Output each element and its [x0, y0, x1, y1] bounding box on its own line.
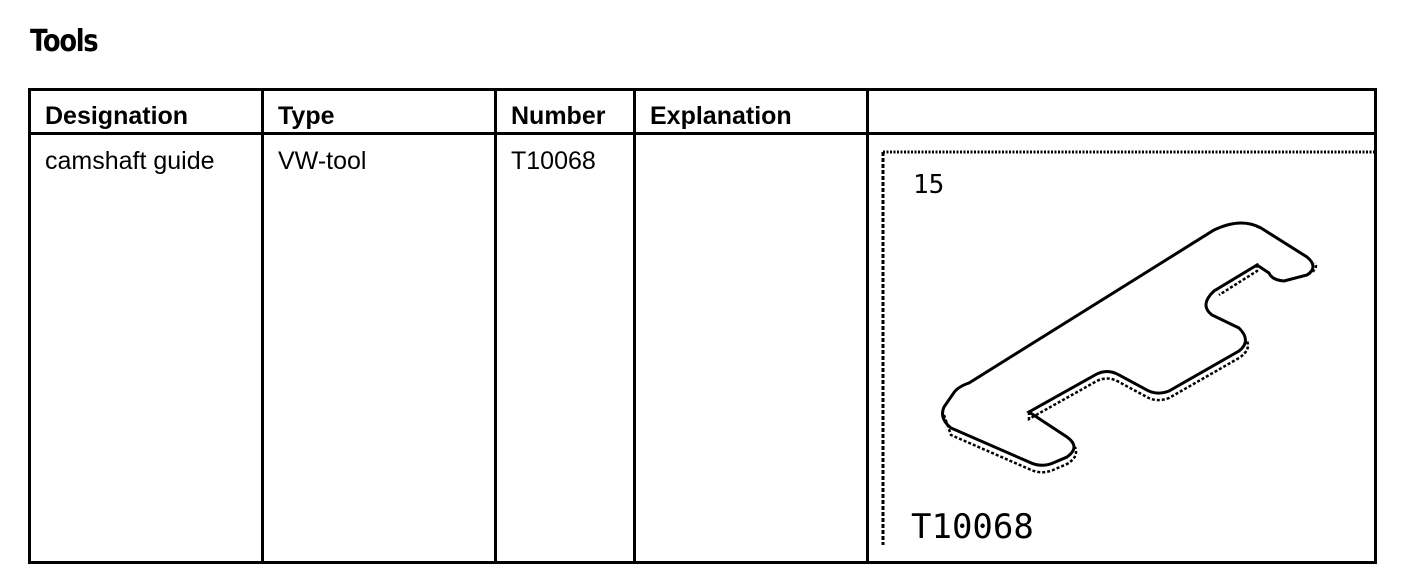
cell-explanation — [633, 132, 869, 564]
figure-index-label: 15 — [913, 170, 944, 200]
cell-type: VW-tool — [261, 132, 497, 564]
plate-slot-edge — [1027, 340, 1250, 422]
cell-number: T10068 — [494, 132, 636, 564]
plate-end-edge — [1283, 262, 1318, 283]
header-image — [866, 88, 1377, 135]
plate-bottom-edge — [942, 414, 1078, 474]
page-title: Tools — [30, 24, 99, 59]
plate-notch-edge — [1213, 262, 1259, 297]
camshaft-guide-plate-drawing-icon: 15 T10068 — [881, 150, 1374, 547]
header-explanation: Explanation — [633, 88, 869, 135]
header-type: Type — [261, 88, 497, 135]
cell-designation: camshaft guide — [28, 132, 264, 564]
table-header-row: Designation Type Number Explanation — [28, 88, 1377, 135]
table-row: camshaft guide VW-tool T10068 15 T10068 — [28, 132, 1377, 564]
header-designation: Designation — [28, 88, 264, 135]
figure-part-number-label: T10068 — [911, 507, 1034, 547]
cell-tool-image: 15 T10068 — [866, 132, 1377, 564]
tools-table: Designation Type Number Explanation cams… — [28, 88, 1377, 564]
header-number: Number — [494, 88, 636, 135]
plate-top-face — [941, 221, 1315, 467]
